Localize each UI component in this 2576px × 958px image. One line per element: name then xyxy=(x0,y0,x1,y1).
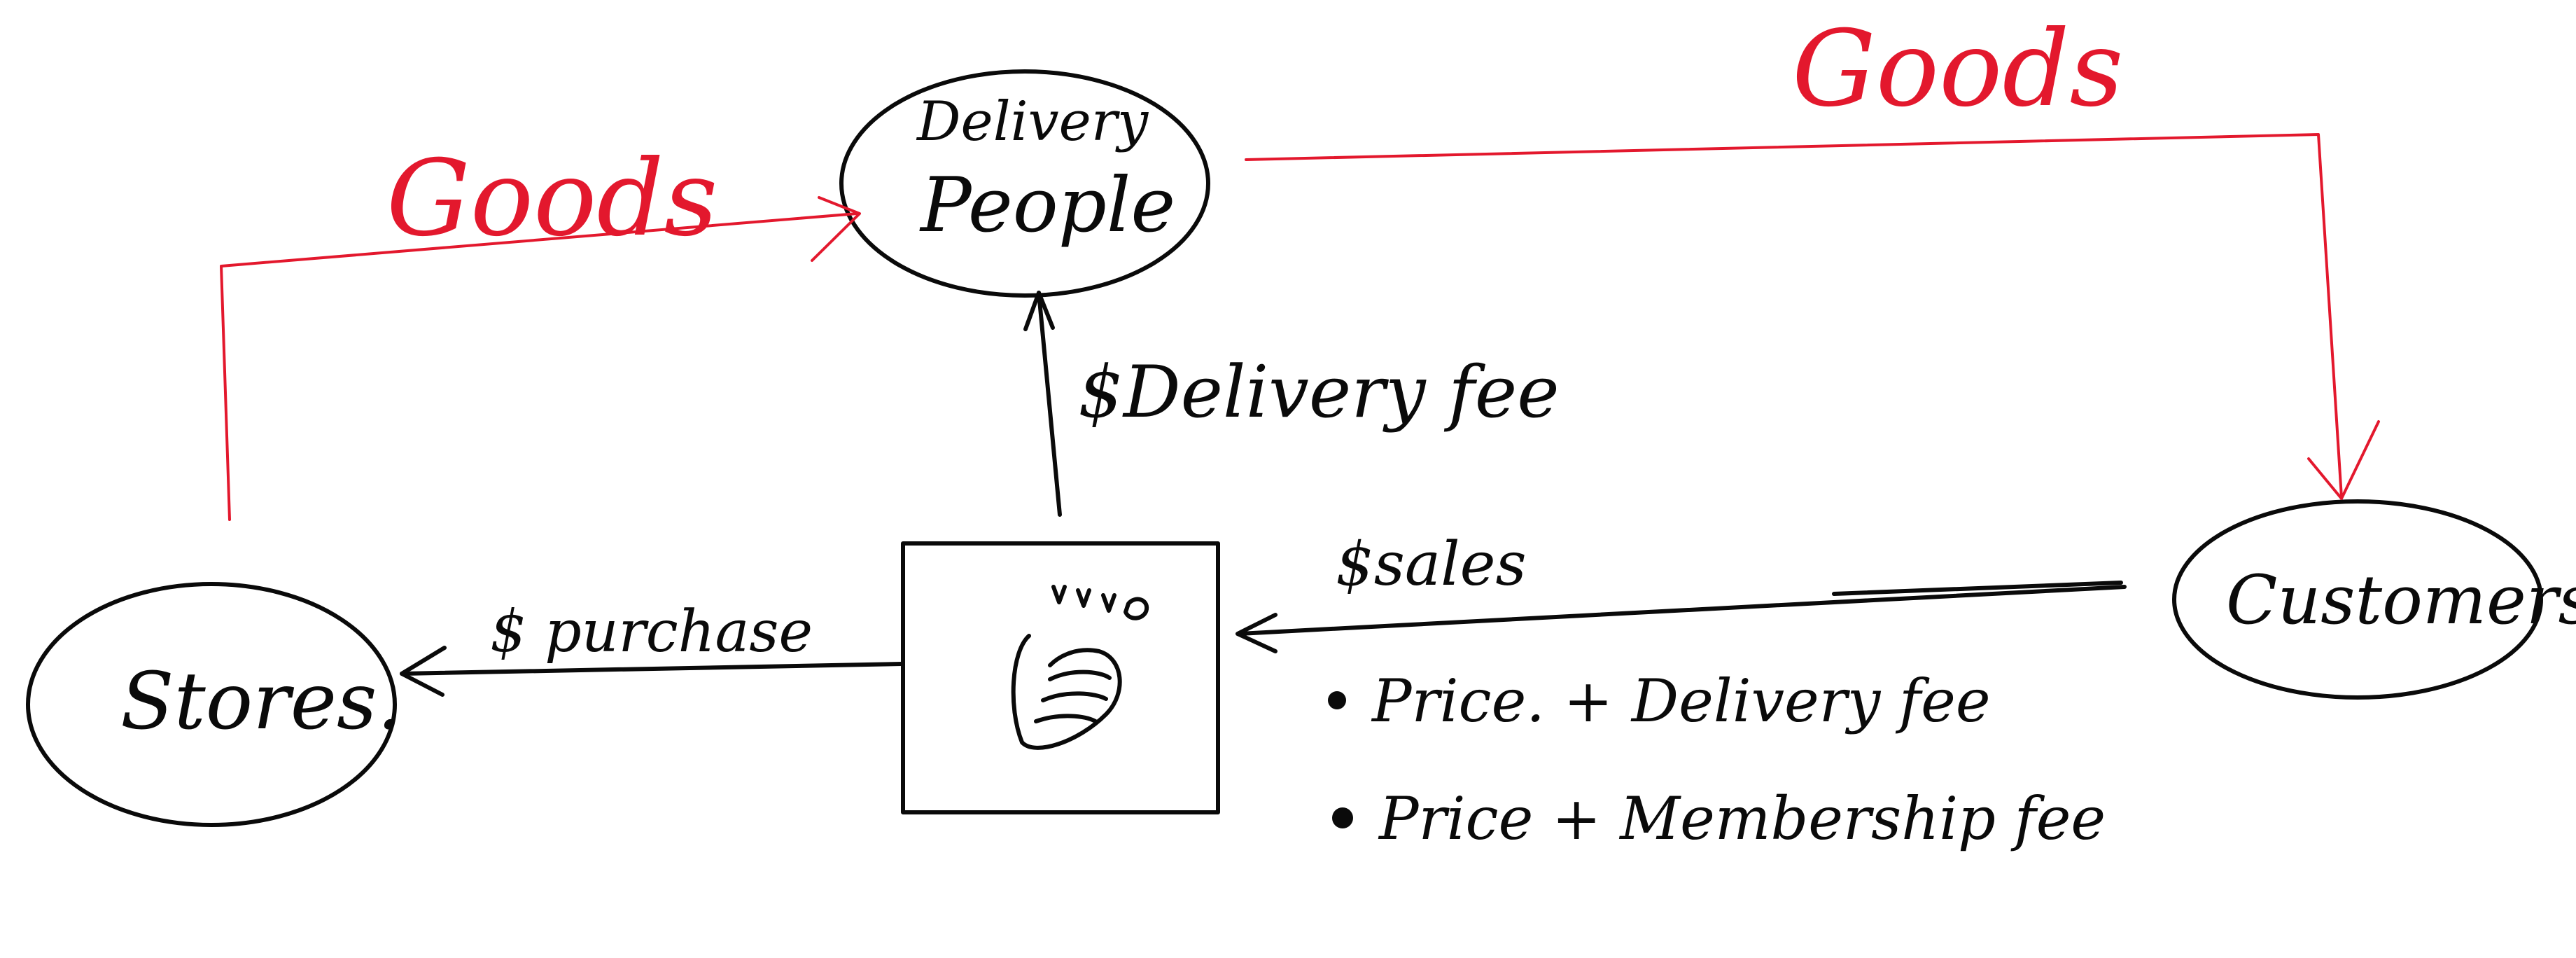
delivery-fee-arrowhead xyxy=(1023,291,1055,331)
platform-logo-icon xyxy=(1011,585,1149,750)
purchase-flow: $ purchase xyxy=(400,599,904,697)
sales-arrowhead xyxy=(1236,613,1278,653)
platform-box xyxy=(901,541,1220,814)
delivery-fee-flow: $Delivery fee xyxy=(1023,291,1560,517)
customers-node: Customers xyxy=(2172,499,2576,700)
goods-right-arrow-line xyxy=(1245,133,2343,499)
delivery-fee-arrow-line xyxy=(1037,291,1062,517)
platform-rect xyxy=(901,541,1220,814)
pricing-options-list: Price. + Delivery fee Price + Membership… xyxy=(1328,667,2106,853)
pricing-option-2: Price + Membership fee xyxy=(1378,784,2106,853)
customers-label: Customers xyxy=(2226,561,2576,639)
purchase-label: $ purchase xyxy=(490,599,813,665)
purchase-arrow-line xyxy=(400,662,904,676)
stores-node: Stores. xyxy=(26,582,402,827)
pricing-option-1: Price. + Delivery fee xyxy=(1371,667,1991,735)
stores-label: Stores. xyxy=(120,656,402,747)
sales-flow: $sales xyxy=(1236,529,2127,653)
delivery-fee-label: $Delivery fee xyxy=(1078,351,1560,434)
goods-right-arrowhead xyxy=(2307,420,2380,500)
purchase-arrowhead xyxy=(400,646,447,697)
goods-left-arrow-line xyxy=(220,212,858,521)
goods-left-arrowhead xyxy=(811,196,861,262)
delivery-people-node: Delivery People xyxy=(839,69,1210,298)
pricing-bullet-2 xyxy=(1332,807,1353,828)
goods-left-label: Goods xyxy=(386,138,718,260)
stores-ellipse xyxy=(26,582,397,827)
customers-ellipse xyxy=(2172,499,2543,700)
delivery-label-line2: People xyxy=(919,162,1175,249)
pricing-bullet-1 xyxy=(1328,691,1346,709)
sales-label: $sales xyxy=(1336,529,1527,599)
goods-right-label: Goods xyxy=(1792,8,2123,130)
sales-arrow-line xyxy=(1237,585,2127,636)
goods-right-flow: Goods xyxy=(1245,8,2380,500)
delivery-label-line1: Delivery xyxy=(916,90,1149,153)
goods-left-flow: Goods xyxy=(220,138,861,521)
delivery-people-ellipse xyxy=(839,69,1210,298)
